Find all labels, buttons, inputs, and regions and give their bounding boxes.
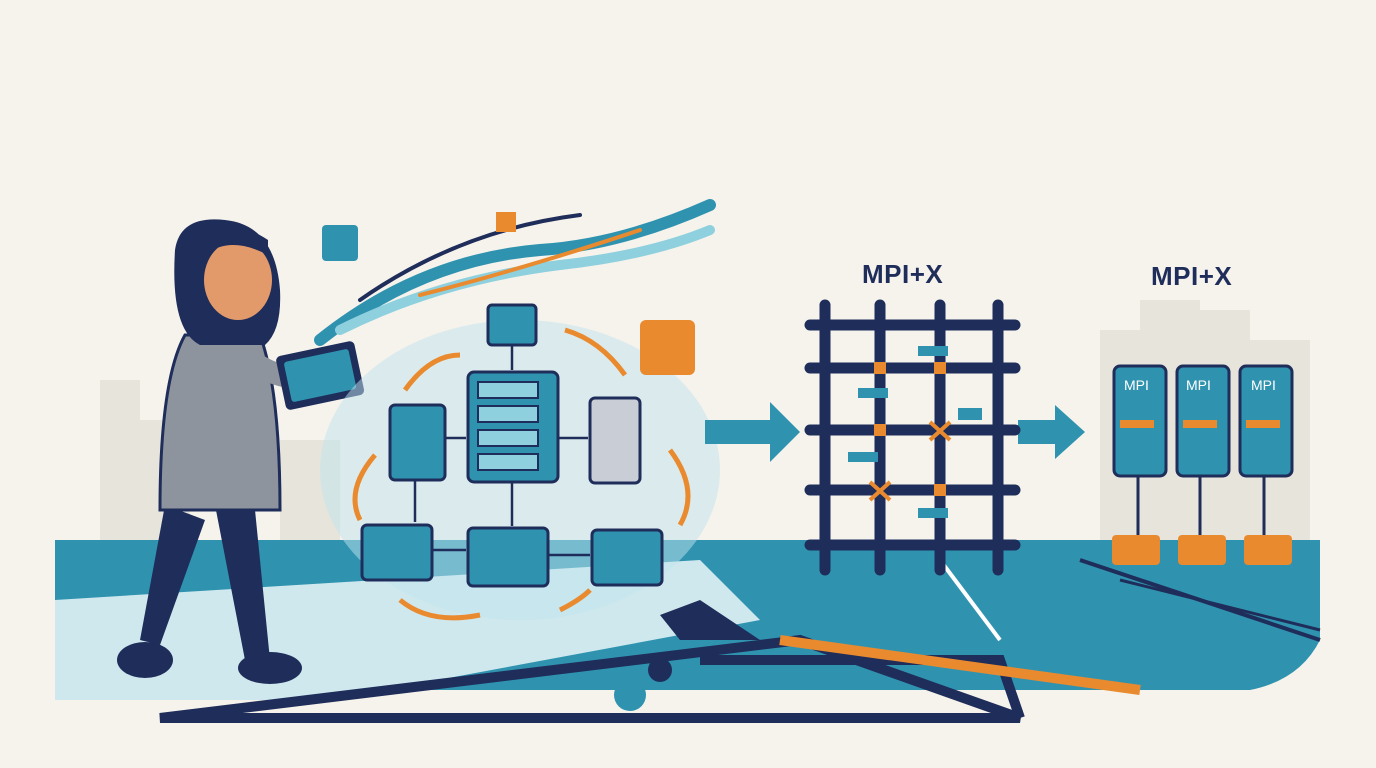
mpi-node-label: MPI — [1186, 377, 1211, 393]
mpi-x-lattice — [804, 299, 1021, 576]
mpi-nodes — [1112, 364, 1294, 565]
mpi-node-label: MPI — [1124, 377, 1149, 393]
mpi-node-label: MPI — [1251, 377, 1276, 393]
flow-arrows — [660, 402, 1085, 640]
tablet — [276, 341, 365, 410]
data-stream — [314, 199, 716, 346]
mpi-x-title-right: MPI+X — [1151, 261, 1233, 291]
mpi-x-title-left: MPI+X — [862, 259, 944, 289]
server-cluster — [320, 303, 720, 621]
